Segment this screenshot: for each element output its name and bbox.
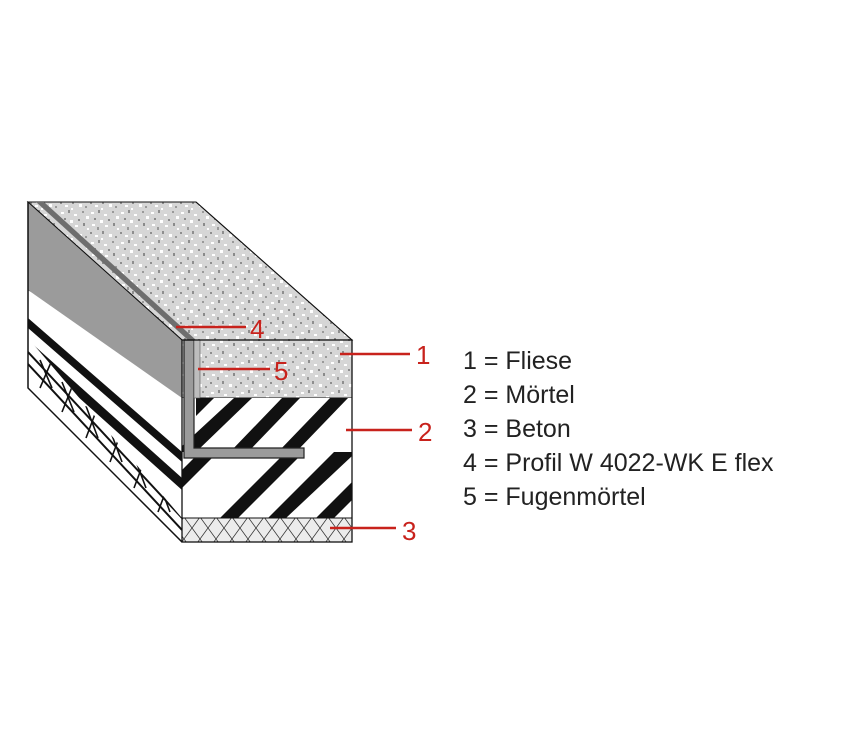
- concrete-front-face: [181, 517, 353, 543]
- callout-number-3: 3: [402, 516, 416, 546]
- callout-number-5: 5: [274, 356, 288, 386]
- legend-item-beton: 3 = Beton: [463, 415, 571, 443]
- callout-number-2: 2: [418, 417, 432, 447]
- legend-item-fugenmoertel: 5 = Fugenmörtel: [463, 483, 646, 511]
- callout-number-1: 1: [416, 340, 430, 370]
- legend: 1 = Fliese 2 = Mörtel 3 = Beton 4 = Prof…: [463, 344, 774, 514]
- legend-item-profil: 4 = Profil W 4022-WK E flex: [463, 449, 774, 477]
- callout-number-4: 4: [250, 314, 264, 344]
- legend-item-moertel: 2 = Mörtel: [463, 381, 575, 409]
- profile-side-edge: [36, 202, 196, 340]
- legend-item-fliese: 1 = Fliese: [463, 347, 573, 375]
